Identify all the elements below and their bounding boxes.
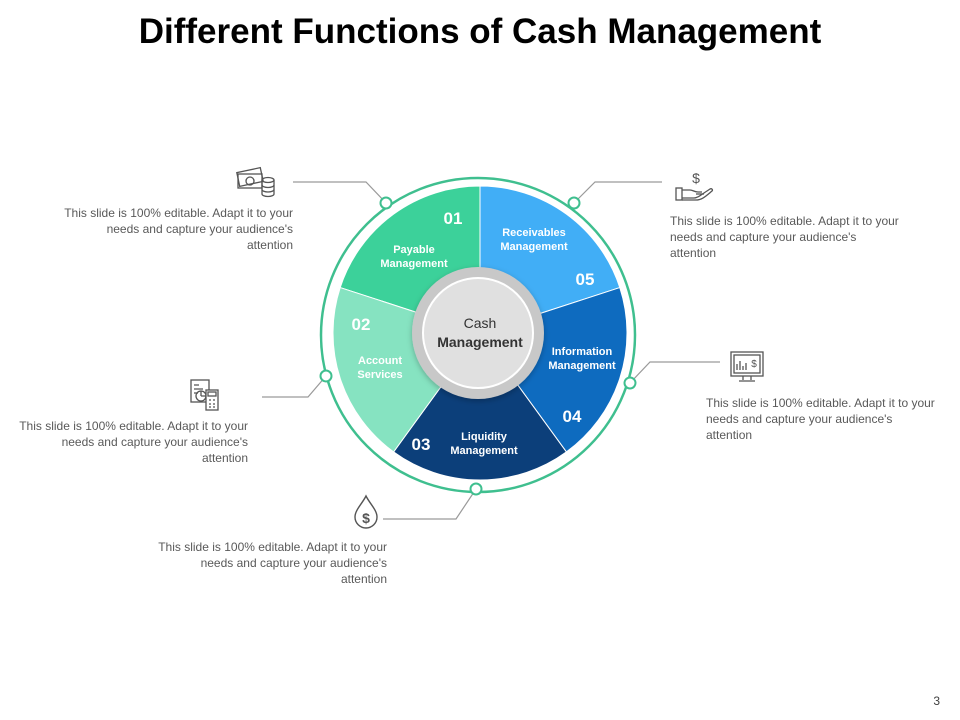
segment-number-03: 03 [412,435,431,454]
page-number: 3 [933,694,940,708]
connector-line-account-services [262,375,327,398]
hand-dollar-icon: $ [675,170,714,201]
svg-text:$: $ [692,170,700,186]
connector-line-payable [293,181,387,204]
svg-text:$: $ [751,359,757,370]
connector-line-receivables [573,181,662,204]
ring-dot-liquidity [469,482,483,496]
segment-number-04: 04 [563,407,582,426]
segment-label-information-2: Management [548,360,616,372]
water-drop-dollar-icon: $ [354,494,378,529]
ring-dot-receivables [567,196,581,210]
callout-text-liquidity: This slide is 100% editable. Adapt it to… [158,540,387,586]
money-stack-icon [236,166,275,198]
svg-text:$: $ [362,510,370,526]
hub-inner-circle [422,277,534,389]
ring-dot-information [623,376,637,390]
page-title: Different Functions of Cash Management [138,12,822,51]
monitor-dollar-icon: $ [730,351,764,382]
calculator-chart-icon [190,379,219,411]
segment-label-account-1: Account [358,355,402,367]
segment-label-payable-1: Payable [393,244,435,256]
segment-label-receivables-2: Management [500,241,568,253]
segment-number-05: 05 [576,270,595,289]
callout-text-receivables: This slide is 100% editable. Adapt it to… [670,214,899,260]
segment-number-02: 02 [352,315,371,334]
callout-text-payable: This slide is 100% editable. Adapt it to… [64,206,293,252]
center-label-line-2: Management [437,334,523,350]
connector-line-liquidity [383,488,477,520]
ring-dot-payable [379,196,393,210]
ring-dot-account-services [319,369,333,383]
center-label-line-1: Cash [464,315,497,331]
segment-label-liquidity-2: Management [450,445,518,457]
callout-text-information: This slide is 100% editable. Adapt it to… [706,396,935,442]
segment-label-information-1: Information [552,346,613,358]
segment-label-payable-2: Management [380,258,448,270]
segment-number-01: 01 [444,209,463,228]
connector-line-information [629,361,720,384]
segment-label-liquidity-1: Liquidity [461,431,508,443]
segment-label-receivables-1: Receivables [502,227,566,239]
callout-text-account-services: This slide is 100% editable. Adapt it to… [19,419,248,465]
segment-label-account-2: Services [357,369,402,381]
segment-group [332,185,628,481]
